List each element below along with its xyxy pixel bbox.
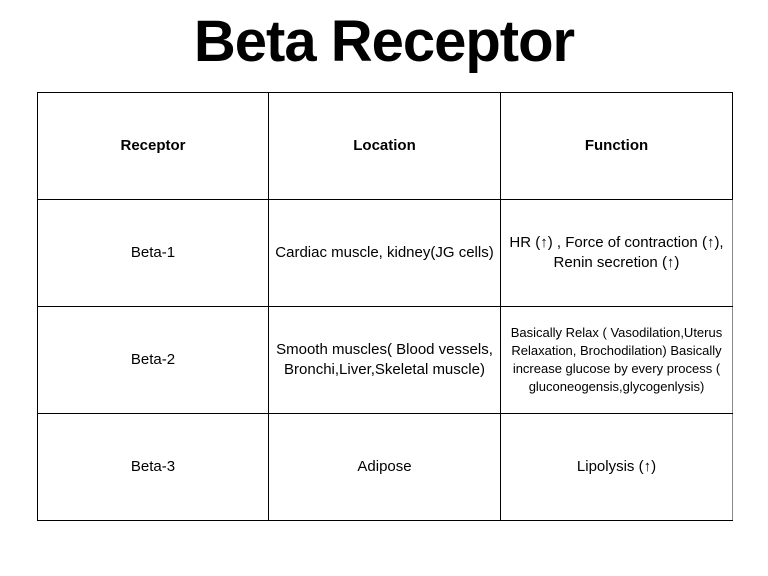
function-cell: HR (↑) , Force of contraction (↑), Renin… — [500, 199, 733, 307]
receptor-name: Beta-3 — [130, 458, 176, 475]
table-row: Beta-3 Adipose Lipolysis (↑) — [37, 413, 733, 521]
location-cell: Adipose — [268, 413, 501, 521]
table-header-row: Receptor Location Function — [37, 92, 733, 200]
function-cell: Lipolysis (↑) — [500, 413, 733, 521]
header-cell-location: Location — [268, 92, 501, 200]
receptor-cell: Beta-2 — [37, 306, 269, 414]
function-cell: Basically Relax ( Vasodilation,Uterus Re… — [500, 306, 733, 414]
location-text: Adipose — [357, 458, 412, 475]
column-header-location: Location — [353, 137, 416, 154]
receptor-name: Beta-1 — [130, 244, 176, 261]
receptor-cell: Beta-3 — [37, 413, 269, 521]
function-text: Basically Relax ( Vasodilation,Uterus Re… — [510, 325, 723, 394]
location-text: Smooth muscles( Blood vessels, Bronchi,L… — [276, 341, 493, 378]
table-row: Beta-1 Cardiac muscle, kidney(JG cells) … — [37, 199, 733, 307]
beta-receptor-table: Receptor Location Function Beta-1 Cardia… — [37, 92, 733, 521]
location-cell: Cardiac muscle, kidney(JG cells) — [268, 199, 501, 307]
function-text: Lipolysis (↑) — [576, 458, 657, 475]
receptor-cell: Beta-1 — [37, 199, 269, 307]
header-cell-function: Function — [500, 92, 733, 200]
function-text: HR (↑) , Force of contraction (↑), Renin… — [509, 234, 724, 271]
page-title: Beta Receptor — [193, 9, 575, 74]
table-row: Beta-2 Smooth muscles( Blood vessels, Br… — [37, 306, 733, 414]
column-header-function: Function — [584, 137, 649, 154]
location-cell: Smooth muscles( Blood vessels, Bronchi,L… — [268, 306, 501, 414]
column-header-receptor: Receptor — [120, 137, 186, 154]
location-text: Cardiac muscle, kidney(JG cells) — [275, 244, 494, 261]
header-cell-receptor: Receptor — [37, 92, 269, 200]
receptor-name: Beta-2 — [130, 351, 176, 368]
